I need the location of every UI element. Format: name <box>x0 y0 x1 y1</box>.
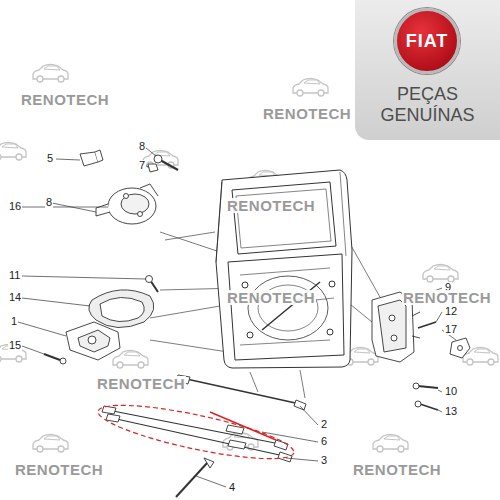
parts <box>44 150 470 497</box>
dashed-highlight-ellipse <box>95 395 298 470</box>
callout-number: 16 <box>8 201 22 212</box>
callout-number: 3 <box>320 455 328 466</box>
callout-number: 15 <box>8 340 22 351</box>
callout-number: 1 <box>10 316 18 327</box>
callout-number: 11 <box>8 270 21 281</box>
callout-number: 14 <box>8 292 22 303</box>
watermark-text: RENOTECH <box>262 106 352 121</box>
door-panel <box>216 170 352 368</box>
badge-text: PEÇAS GENUÍNAS <box>363 84 492 125</box>
callout-number: 8 <box>45 197 53 208</box>
logo-text: FIAT <box>406 31 449 52</box>
watermark-text: RENOTECH <box>226 198 316 213</box>
callout-number: 2 <box>320 419 328 430</box>
watermark-text: RENOTECH <box>96 376 186 391</box>
watermark-text: RENOTECH <box>402 290 492 305</box>
watermark-text: RENOTECH <box>20 92 110 107</box>
callout-number: 8 <box>138 141 146 152</box>
watermark-text: RENOTECH <box>14 462 104 477</box>
callout-number: 6 <box>320 436 328 447</box>
brand-logo: FIAT <box>394 8 460 74</box>
watermark-text: RENOTECH <box>352 462 442 477</box>
watermark-cars <box>0 65 498 453</box>
callout-number: 4 <box>228 482 236 493</box>
callout-number: 17 <box>444 324 458 335</box>
callout-number: 10 <box>444 386 458 397</box>
callout-number: 5 <box>46 153 54 164</box>
callout-number: 12 <box>444 306 458 317</box>
leader-lines <box>18 148 456 487</box>
watermark-text: RENOTECH <box>226 290 316 305</box>
callout-number: 13 <box>444 406 458 417</box>
brand-badge: PEÇAS GENUÍNAS FIAT <box>355 0 500 140</box>
callout-number: 7 <box>138 160 146 171</box>
